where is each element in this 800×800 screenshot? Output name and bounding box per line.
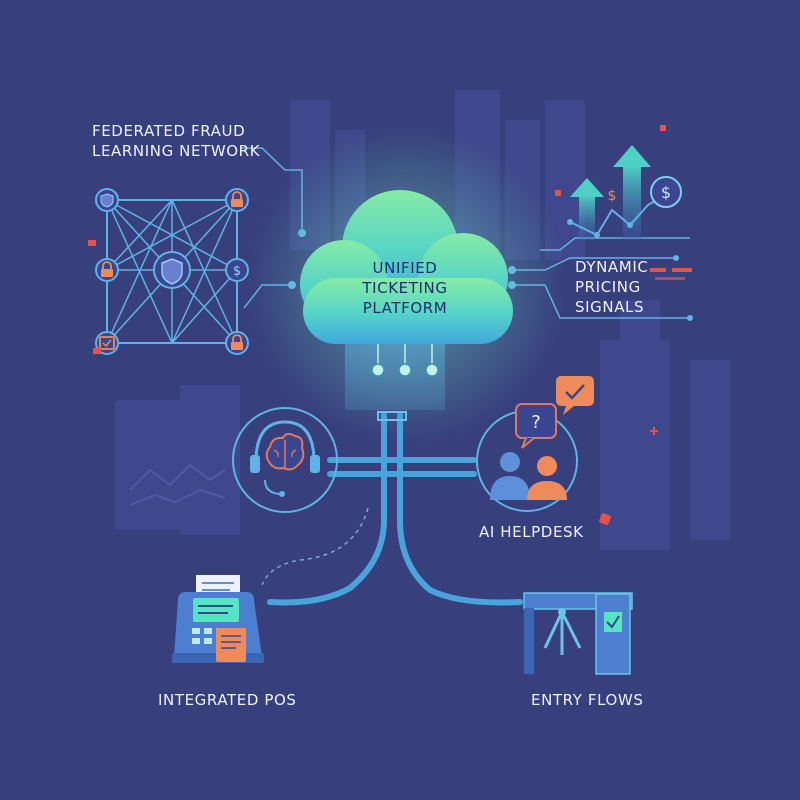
turnstile-icon (523, 592, 633, 675)
background-chart-panel (129, 463, 226, 506)
pricing-accent-marks (650, 268, 692, 280)
svg-text:$: $ (661, 183, 671, 202)
hub-label-line: UNIFIED (372, 259, 438, 277)
lock-icon (101, 191, 243, 350)
alert-card-icon (99, 336, 115, 350)
fraud-accent-marks (88, 240, 101, 354)
hub-label-line: TICKETING (362, 279, 448, 297)
headset-brain-icon (232, 407, 338, 513)
pipe-caps (377, 411, 407, 421)
cloud-shape (300, 190, 513, 344)
pricing-label-line: PRICING (575, 278, 641, 296)
hub-label: UNIFIED TICKETING PLATFORM (340, 258, 470, 318)
svg-text:?: ? (531, 412, 541, 433)
pipe-network (267, 412, 523, 606)
pricing-label: DYNAMIC PRICING SIGNALS (575, 257, 648, 317)
entry-flows-label: ENTRY FLOWS (531, 691, 644, 709)
pos-label: INTEGRATED POS (158, 691, 297, 709)
helpdesk-icon (476, 410, 578, 512)
pricing-label-line: SIGNALS (575, 298, 645, 316)
hub-label-line: PLATFORM (362, 299, 448, 317)
pricing-label-line: DYNAMIC (575, 258, 649, 276)
helpdesk-accent-marks (599, 427, 658, 525)
pricing-sparkle-marks (555, 125, 666, 196)
dashed-link (261, 507, 369, 586)
hub-stem-pin-dots (371, 363, 439, 377)
fraud-network-label: FEDERATED FRAUD LEARNING NETWORK (92, 121, 260, 161)
pricing-chart (567, 145, 661, 240)
dollar-node-icon: $ (233, 264, 241, 279)
svg-text:$: $ (233, 264, 241, 279)
helpdesk-label: AI HELPDESK (479, 523, 584, 541)
fraud-label-line: LEARNING NETWORK (92, 142, 261, 160)
shield-icon (161, 258, 183, 285)
svg-text:$: $ (608, 188, 617, 204)
dollar-coin-icon: $ (650, 176, 682, 208)
fraud-label-line: FEDERATED FRAUD (92, 122, 246, 140)
dollar-sign-icon: $ (608, 188, 617, 204)
question-bubble-icon: ? (515, 403, 557, 449)
pos-terminal-icon (172, 575, 264, 663)
check-bubble-icon (556, 376, 594, 415)
shield-icon-small (100, 193, 114, 208)
